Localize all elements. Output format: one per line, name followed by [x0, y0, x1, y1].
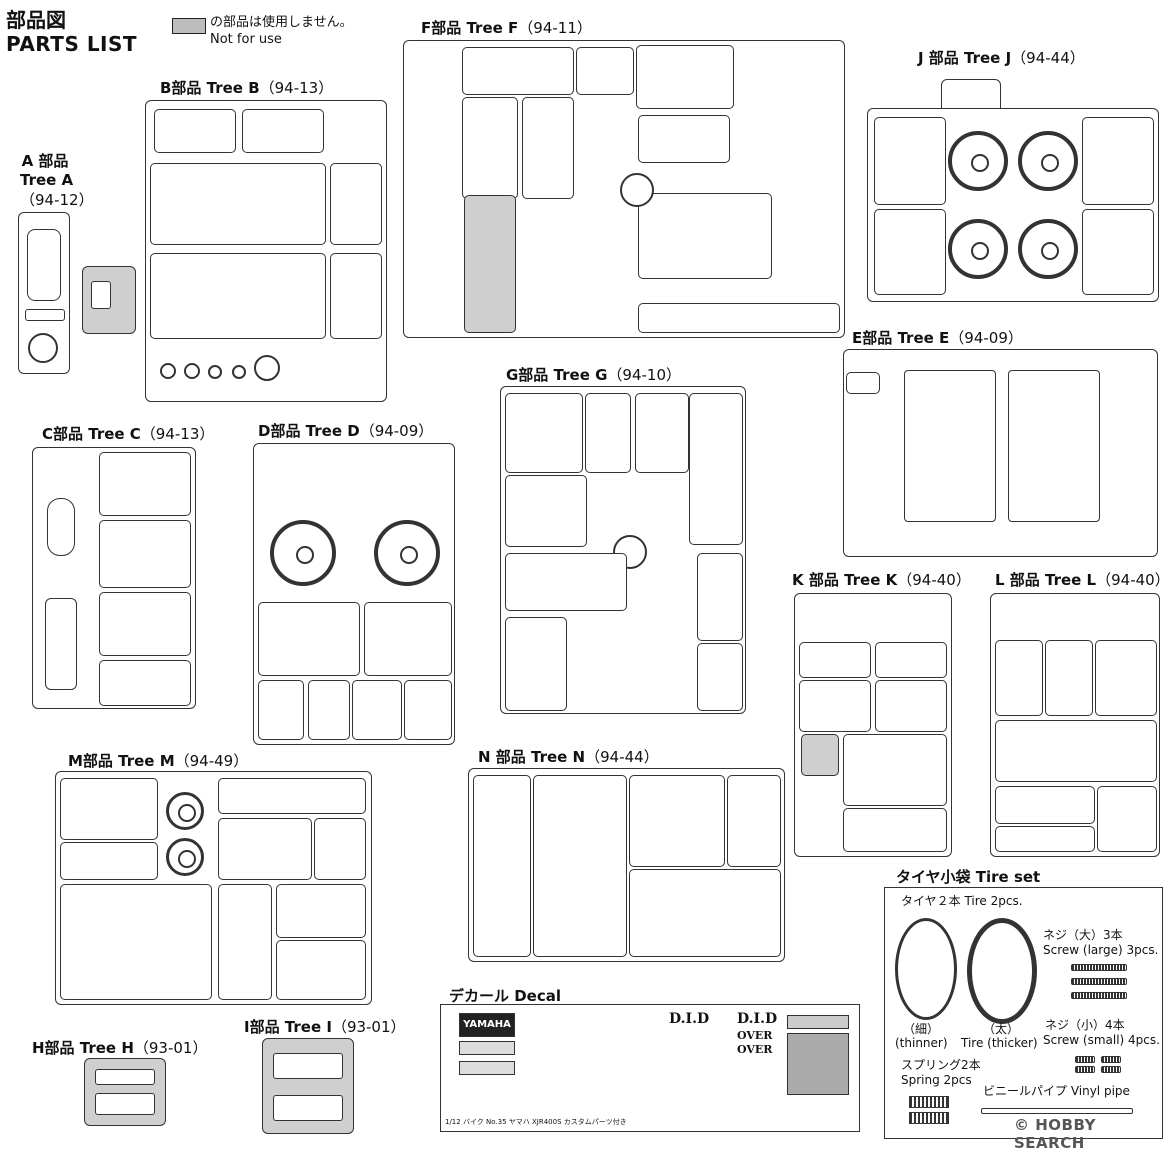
- tree-a-label: A 部品 Tree A （94-12）: [20, 152, 94, 209]
- page-title-en: PARTS LIST: [6, 32, 138, 56]
- tire-thin-en: (thinner): [895, 1036, 948, 1050]
- screw-large-jp: ネジ（大）3本: [1043, 928, 1123, 942]
- tree-e-frame: [843, 349, 1158, 557]
- tree-k-label: K 部品 Tree K（94-40）: [792, 571, 971, 589]
- tree-f-label: F部品 Tree F（94-11）: [421, 19, 592, 37]
- tree-j-frame: [867, 108, 1159, 302]
- screw-large-en: Screw (large) 3pcs.: [1043, 943, 1159, 957]
- tree-i-label: I部品 Tree I（93-01）: [244, 1018, 406, 1036]
- tree-d-frame: [253, 443, 455, 745]
- tree-j-label: J 部品 Tree J（94-44）: [918, 49, 1085, 67]
- tree-f-frame: [403, 40, 845, 338]
- tire-set-frame: タイヤ２本 Tire 2pcs. （細） (thinner) （太） Tire …: [884, 887, 1163, 1139]
- tire-set-label: タイヤ小袋 Tire set: [896, 868, 1041, 886]
- tire-thick-en: Tire (thicker): [961, 1036, 1038, 1050]
- tree-h-label: H部品 Tree H（93-01）: [32, 1039, 208, 1057]
- spring-en: Spring 2pcs: [901, 1073, 972, 1087]
- decal-footer: 1/12 バイク No.35 ヤマハ XJR400S カスタムパーツ付き: [445, 1118, 627, 1126]
- tree-g-frame: [500, 386, 746, 714]
- tire-thin-jp: （細）: [903, 1022, 940, 1036]
- tree-l-label: L 部品 Tree L（94-40）: [995, 571, 1170, 589]
- tree-b-frame: [145, 100, 387, 402]
- tree-c-frame: [32, 447, 196, 709]
- legend-en: Not for use: [210, 32, 282, 47]
- tree-i-frame: [262, 1038, 354, 1134]
- tree-k-frame: [794, 593, 952, 857]
- decal-over-1: OVER: [737, 1029, 773, 1042]
- tree-n-label: N 部品 Tree N（94-44）: [478, 748, 659, 766]
- tree-a-unused-part: [82, 266, 136, 334]
- decal-yamaha-logo: YAMAHA: [459, 1013, 515, 1037]
- screw-small-en: Screw (small) 4pcs.: [1043, 1033, 1160, 1047]
- tree-n-frame: [468, 768, 785, 962]
- watermark-text: © HOBBY SEARCH: [1014, 1116, 1096, 1152]
- tree-m-frame: [55, 771, 372, 1005]
- decal-did-2: D.I.D: [737, 1011, 778, 1027]
- tree-g-label: G部品 Tree G（94-10）: [506, 366, 681, 384]
- tree-h-frame: [84, 1058, 166, 1126]
- tire-count: タイヤ２本 Tire 2pcs.: [901, 894, 1023, 908]
- screw-small-jp: ネジ（小）4本: [1045, 1018, 1125, 1032]
- tree-c-label: C部品 Tree C（94-13）: [42, 425, 215, 443]
- decal-label: デカール Decal: [449, 987, 562, 1005]
- page-title-jp: 部品図: [6, 8, 66, 32]
- decal-over-2: OVER: [737, 1043, 773, 1056]
- tree-a-frame: [18, 212, 70, 374]
- not-for-use-swatch: [172, 18, 206, 34]
- vinyl-pipe-label: ビニールパイプ Vinyl pipe: [983, 1084, 1130, 1098]
- tree-b-label: B部品 Tree B（94-13）: [160, 79, 334, 97]
- decal-did-1: D.I.D: [669, 1011, 710, 1027]
- spring-jp: スプリング2本: [901, 1058, 981, 1072]
- tire-thick-jp: （太）: [983, 1022, 1020, 1036]
- tree-e-label: E部品 Tree E（94-09）: [852, 329, 1023, 347]
- tree-l-frame: [990, 593, 1160, 857]
- decal-sheet: YAMAHA D.I.D D.I.D OVER OVER 1/12 バイク No…: [440, 1004, 860, 1132]
- tree-d-label: D部品 Tree D（94-09）: [258, 422, 434, 440]
- tree-m-label: M部品 Tree M（94-49）: [68, 752, 249, 770]
- legend-jp: の部品は使用しません。: [210, 15, 353, 30]
